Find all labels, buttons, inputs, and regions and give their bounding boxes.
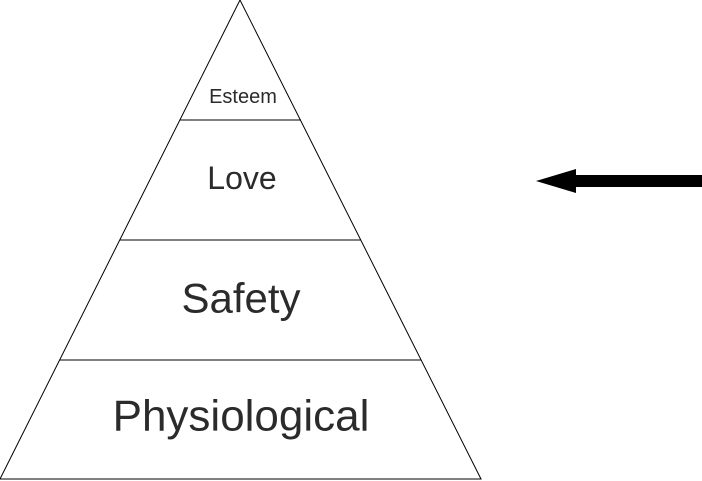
tier-label-esteem: Esteem bbox=[209, 86, 277, 108]
arrow-head bbox=[536, 169, 576, 193]
tier-label-safety: Safety bbox=[181, 275, 300, 322]
tier-label-physiological: Physiological bbox=[113, 392, 370, 441]
left-arrow-icon bbox=[536, 169, 702, 193]
arrow-shaft bbox=[570, 175, 702, 187]
tier-label-love: Love bbox=[207, 160, 276, 196]
